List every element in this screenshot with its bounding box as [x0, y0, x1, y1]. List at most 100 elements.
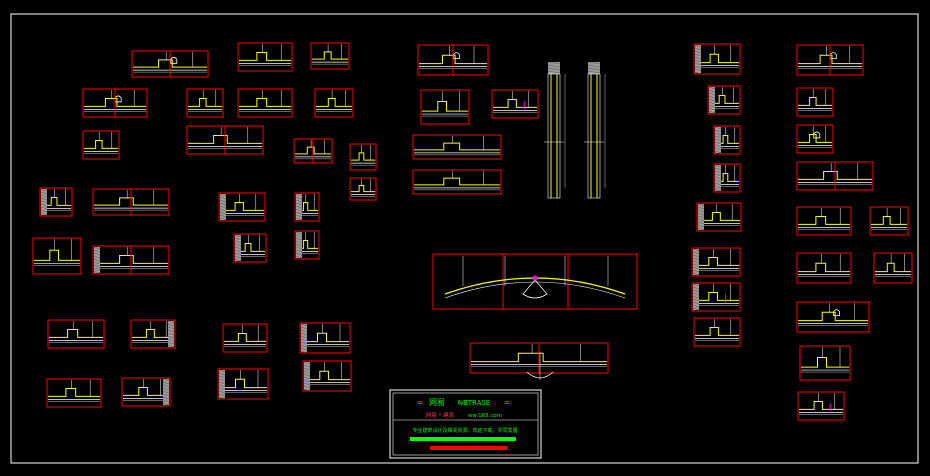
detail-border	[796, 252, 852, 284]
section-detail	[294, 230, 320, 260]
profile-line	[875, 262, 911, 273]
section-detail	[799, 345, 851, 381]
hatch-line	[697, 206, 705, 210]
hatch-line	[167, 341, 175, 345]
hatch-line	[162, 402, 170, 406]
wall-hatch-icon	[588, 62, 600, 74]
section-detail	[47, 319, 105, 349]
section-detail	[92, 188, 170, 216]
hatch-line	[40, 203, 48, 207]
hatch-line	[692, 266, 700, 270]
hatch-line	[219, 193, 227, 197]
section-detail	[82, 130, 120, 160]
detail-border	[314, 88, 354, 118]
hatch-line	[162, 381, 170, 385]
hatch-line	[303, 361, 311, 365]
hatch-line	[167, 320, 175, 324]
hatch-line	[697, 224, 705, 228]
hatch-line	[295, 208, 303, 212]
hatch-line	[162, 399, 170, 403]
hatch-line	[714, 138, 722, 142]
hatch-line	[303, 364, 311, 368]
hatch-line	[295, 193, 303, 197]
section-detail	[186, 88, 224, 118]
hatch-line	[295, 240, 303, 244]
hatch-line	[234, 243, 242, 247]
hatch-line	[692, 272, 700, 276]
detail-border	[39, 187, 73, 217]
profile-line	[188, 98, 222, 107]
profile-line	[316, 98, 352, 107]
profile-line	[41, 197, 71, 206]
profile-line	[94, 255, 168, 264]
detail-border	[707, 85, 741, 115]
profile-line	[798, 262, 850, 273]
detail-border	[696, 202, 742, 232]
detail-border	[217, 368, 269, 400]
detail-border	[349, 143, 377, 171]
hatch-line	[692, 260, 700, 264]
hatch-line	[234, 252, 242, 256]
hatch-line	[708, 92, 716, 96]
hatch-line	[694, 68, 702, 72]
site-url: ww.163.com	[468, 413, 502, 419]
section-detail	[469, 342, 609, 374]
hatch-line	[692, 295, 700, 299]
section-detail	[691, 247, 741, 277]
hatch-line	[692, 289, 700, 293]
detail-border	[420, 89, 470, 125]
detail-border	[299, 322, 351, 354]
ceiling-fixture-icon	[453, 52, 460, 59]
section-detail	[237, 88, 293, 118]
profile-line	[471, 352, 607, 363]
ceiling-detail-sections	[32, 42, 913, 421]
hatch-line	[714, 173, 722, 177]
hatch-line	[300, 335, 308, 339]
chandelier-detail	[526, 352, 554, 380]
section-detail	[349, 143, 377, 171]
ceiling-fixture-icon	[833, 309, 840, 316]
hatch-line	[40, 191, 48, 195]
wall-hatch-icon	[301, 324, 307, 352]
hatch-line	[219, 214, 227, 218]
profile-line	[798, 311, 868, 322]
hatch-line	[218, 396, 226, 400]
hatch-line	[167, 326, 175, 330]
hatch-line	[303, 373, 311, 377]
detail-border	[491, 89, 539, 119]
hatch-line	[694, 71, 702, 75]
profile-line	[799, 401, 843, 410]
hatch-line	[692, 298, 700, 302]
section-detail	[796, 161, 874, 191]
hatch-line	[587, 61, 601, 65]
hatch-line	[295, 217, 303, 221]
hatch-line	[694, 59, 702, 63]
profile-line	[693, 257, 739, 266]
hatch-line	[167, 332, 175, 336]
hatch-line	[218, 372, 226, 376]
hatch-line	[40, 197, 48, 201]
hatch-line	[714, 141, 722, 145]
section-detail	[420, 89, 470, 125]
profile-line	[188, 135, 262, 144]
hatch-line	[697, 203, 705, 207]
profile-line	[351, 184, 375, 193]
profile-line	[312, 51, 348, 60]
title-en: NBTRASE	[458, 399, 491, 407]
detail-border	[796, 301, 870, 333]
hatch-line	[219, 196, 227, 200]
accent-mark	[532, 275, 538, 281]
section-detail	[131, 50, 209, 78]
hatch-line	[303, 376, 311, 380]
hatch-line	[714, 164, 722, 168]
hatch-line	[708, 86, 716, 90]
profile-line	[235, 243, 265, 252]
hatch-line	[167, 323, 175, 327]
section-detail	[299, 322, 351, 354]
site-label: 网易 * 建筑	[426, 411, 455, 419]
hatch-line	[697, 218, 705, 222]
hatch-line	[694, 65, 702, 69]
profile-line	[715, 135, 739, 144]
hatch-line	[93, 261, 101, 265]
